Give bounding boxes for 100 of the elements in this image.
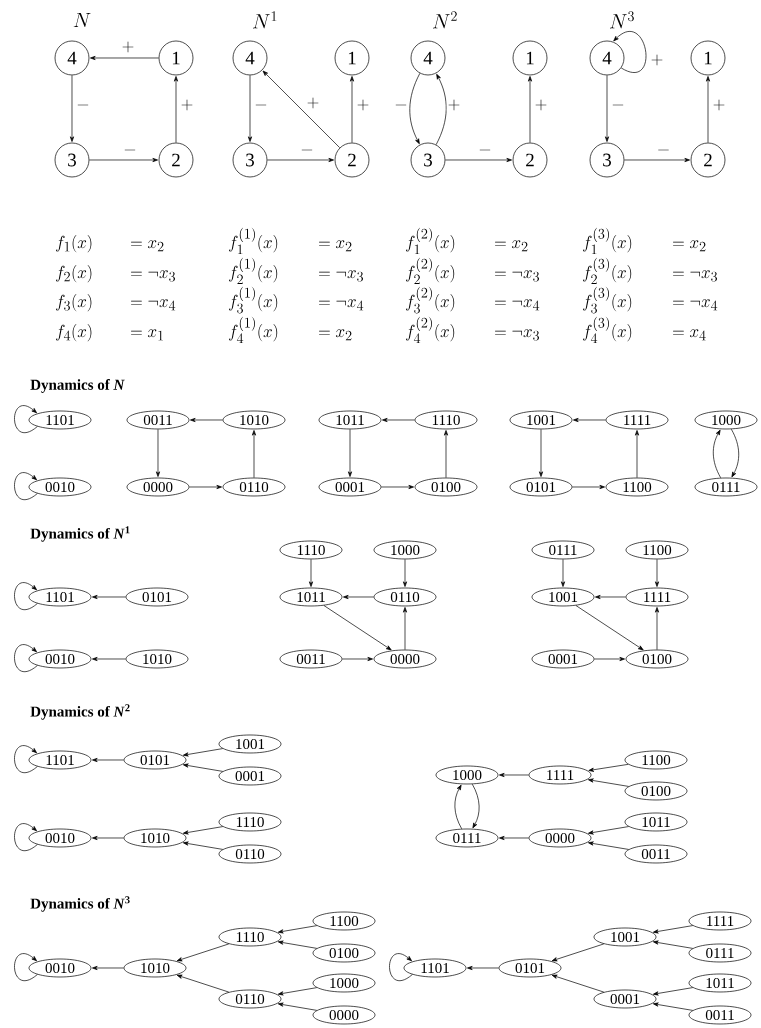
section-heading: Dynamics of N$^{2}$ bbox=[30, 704, 130, 720]
arrow bbox=[267, 157, 334, 163]
arrow bbox=[92, 835, 124, 841]
equation: $= \neg x_{4}$ bbox=[319, 299, 364, 311]
loop-arrow bbox=[389, 953, 413, 982]
equation: $f_{2}^{(2)}(x)$ bbox=[406, 257, 455, 285]
arrow bbox=[277, 987, 318, 996]
equation: $= x_{4}$ bbox=[673, 329, 706, 341]
equation: $= \neg x_{3}$ bbox=[495, 329, 539, 341]
equation: $f_{4}^{(1)}(x)$ bbox=[229, 316, 278, 344]
arrow bbox=[342, 656, 373, 662]
arrow bbox=[381, 484, 414, 490]
edge-label: $+$ bbox=[649, 53, 665, 67]
arrow bbox=[69, 75, 75, 142]
arrow bbox=[176, 943, 230, 962]
edge-label: $+$ bbox=[355, 98, 371, 112]
loop-arrow bbox=[14, 745, 38, 774]
arrow bbox=[402, 559, 408, 587]
arrow bbox=[92, 594, 126, 600]
curved-arrow bbox=[435, 73, 447, 145]
arrow bbox=[92, 965, 124, 971]
edge-label: $-$ bbox=[477, 143, 493, 157]
arrow bbox=[155, 429, 161, 477]
equation: $= \neg x_{3}$ bbox=[319, 270, 363, 282]
loop-arrow bbox=[14, 472, 38, 501]
equation: $= \neg x_{4}$ bbox=[131, 299, 176, 311]
curved-arrow bbox=[471, 783, 480, 829]
edge-label: $+$ bbox=[120, 40, 136, 54]
loop-arrow bbox=[14, 582, 38, 611]
arrow bbox=[560, 559, 566, 587]
equation: $= \neg x_{3}$ bbox=[673, 270, 717, 282]
arrow bbox=[634, 430, 640, 478]
arrow bbox=[654, 559, 660, 587]
arrow bbox=[624, 157, 690, 163]
equation: $f_{2}(x)$ bbox=[56, 265, 92, 283]
curved-arrow bbox=[731, 428, 740, 478]
equation: $= x_{2}$ bbox=[319, 240, 352, 252]
equation: $= \neg x_{3}$ bbox=[495, 270, 539, 282]
graph-title: $N^{3}$ bbox=[609, 11, 634, 29]
arrow bbox=[575, 605, 644, 651]
arrow bbox=[347, 429, 353, 477]
graph-title: $N$ bbox=[73, 12, 91, 28]
arrow bbox=[588, 841, 629, 850]
equation: $f_{4}(x)$ bbox=[56, 324, 92, 342]
arrow bbox=[527, 76, 533, 143]
edge-label: $+$ bbox=[305, 96, 321, 110]
arrow bbox=[604, 75, 610, 142]
curved-arrow bbox=[409, 72, 421, 145]
arrow bbox=[445, 157, 512, 163]
arrow bbox=[92, 656, 126, 662]
curved-arrow bbox=[712, 429, 722, 479]
loop-arrow bbox=[14, 644, 38, 673]
equation: $f_{3}^{(1)}(x)$ bbox=[229, 286, 278, 314]
arrow bbox=[653, 1002, 694, 1011]
equation: $= x_{2}$ bbox=[495, 240, 528, 252]
arrow bbox=[595, 594, 626, 600]
edge-label: $-$ bbox=[655, 143, 672, 157]
loop-arrow bbox=[14, 405, 38, 434]
equation: $f_{3}^{(3)}(x)$ bbox=[583, 286, 632, 314]
arrow bbox=[277, 925, 318, 934]
graph-title: $N^{2}$ bbox=[432, 11, 457, 29]
arrow bbox=[176, 974, 230, 993]
arrow bbox=[499, 772, 529, 778]
edge-label: $-$ bbox=[393, 98, 409, 112]
loop-arrow bbox=[14, 953, 38, 982]
equation: $f_{3}^{(2)}(x)$ bbox=[406, 286, 455, 314]
arrow bbox=[182, 748, 224, 757]
arrow bbox=[654, 607, 660, 650]
section-heading: Dynamics of N$^{1}$ bbox=[30, 526, 130, 542]
arrow bbox=[572, 484, 605, 490]
edge-label: $-$ bbox=[122, 143, 138, 157]
curved-arrow bbox=[454, 784, 463, 830]
arrow bbox=[247, 75, 253, 142]
section-heading: Dynamics of N$^{3}$ bbox=[30, 896, 130, 912]
arrow bbox=[653, 925, 694, 934]
arrow bbox=[173, 76, 179, 143]
arrow bbox=[277, 940, 318, 949]
equation: $= \neg x_{4}$ bbox=[495, 299, 540, 311]
equation: $= \neg x_{3}$ bbox=[131, 270, 175, 282]
equation: $f_{3}(x)$ bbox=[56, 294, 92, 312]
edge-label: $+$ bbox=[179, 98, 195, 112]
arrow bbox=[343, 594, 374, 600]
edge-label: $-$ bbox=[610, 98, 626, 112]
edge-label: $+$ bbox=[533, 98, 549, 112]
equation: $= x_{2}$ bbox=[131, 240, 164, 252]
arrow bbox=[92, 757, 124, 763]
arrow bbox=[89, 157, 158, 163]
equation: $f_{1}^{(1)}(x)$ bbox=[229, 227, 278, 255]
arrow bbox=[90, 55, 159, 61]
arrow bbox=[467, 965, 499, 971]
arrow bbox=[308, 559, 314, 587]
equation: $f_{1}^{(3)}(x)$ bbox=[583, 227, 632, 255]
arrow bbox=[538, 429, 544, 477]
loop-arrow bbox=[14, 823, 38, 852]
arrow bbox=[551, 943, 605, 962]
equation: $= \neg x_{4}$ bbox=[673, 299, 718, 311]
arrow bbox=[705, 76, 711, 143]
edge-label: $+$ bbox=[711, 98, 727, 112]
equation: $f_{4}^{(2)}(x)$ bbox=[406, 316, 455, 344]
equation: $f_{4}^{(3)}(x)$ bbox=[583, 316, 632, 344]
